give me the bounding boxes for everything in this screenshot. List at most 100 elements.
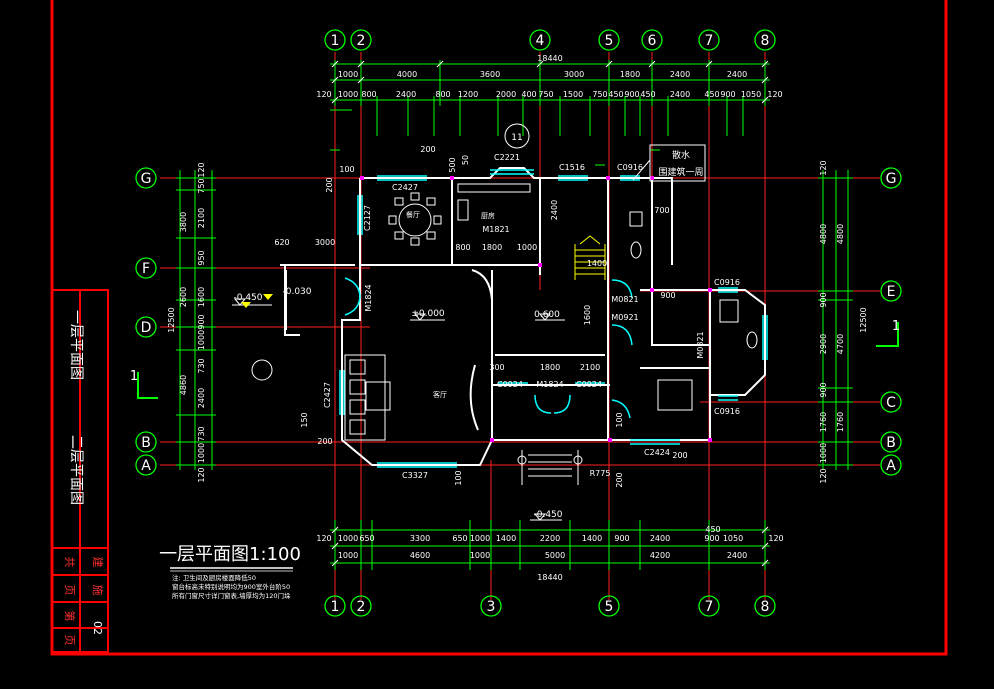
dim-bottom-row1: 3300 [410,534,430,543]
side-info: 页 [63,635,76,646]
dim-top-row1: 1000 [338,70,358,79]
axis-bubble-top-7: 7 [698,29,720,51]
axis-bubble-left-G-label: G [141,171,152,187]
window-bay-e [762,315,768,360]
window-c2127 [357,195,363,235]
dim-bottom-row2: 5000 [545,551,565,560]
axis-bubble-right-E: E [880,280,902,302]
section-num-left: 1 [130,369,138,384]
window-c2427-top [377,175,427,181]
axis-bubble-left-F-label: F [142,261,150,277]
axis-bubble-top-5-circle [598,29,620,51]
side-info: 建 [91,557,105,568]
misc-dim: 3000 [315,238,335,247]
side-info: 第 [63,611,77,622]
window-label: C2424 [644,448,670,457]
axis-bubble-right-C-label: C [886,395,896,411]
axis-bubble-right-E-circle [880,280,902,302]
section-mark-label: 11 [511,133,522,143]
dim-right-inner: 4800 [819,224,828,244]
level-label: -0.450 [233,293,262,303]
dim-right-outer: 4800 [836,224,845,244]
dim-top-row2: 1050 [741,90,761,99]
dim-top-row2: 900 [624,90,639,99]
dim-bottom-row2: 1000 [470,551,490,560]
callout-title: 散水 [672,149,690,161]
axis-bubble-top-2-label: 2 [357,33,366,49]
kitchen-counter [457,183,531,221]
dim-top-row2: 800 [361,90,376,99]
dim-bottom-row1: 120 [768,534,783,543]
door-label: M1824 [536,380,563,389]
misc-dim: 1400 [587,259,607,268]
dim-left-inner: 120 [197,467,206,482]
dim-left-inner: 2400 [197,388,206,408]
dim-bottom-row1: 2400 [650,534,670,543]
bath-fixtures [629,211,758,411]
axis-bubble-left-F: F [135,257,157,279]
misc-dim: 500 [448,157,457,172]
dim-bottom-row2: 2400 [727,551,747,560]
axis-bubble-top-5-label: 5 [605,33,614,49]
axis-bubble-left-A: A [135,454,157,476]
axis-bubble-top-4-label: 4 [536,33,545,49]
door-label: M1824 [364,284,373,311]
room-label: 客厅 [433,390,447,399]
dim-right-inner: 120 [819,160,828,175]
dim-top-row1: 1800 [620,70,640,79]
dim-right-total: 12500 [859,307,868,332]
misc-dim: 300 [489,363,504,372]
dim-top-row2: 120 [316,90,331,99]
misc-dim: 1600 [583,305,592,325]
axis-bubble-top-8: 8 [754,29,776,51]
dim-bottom-row1: 1400 [496,534,516,543]
misc-dim: 100 [615,412,624,427]
axis-bubble-right-E-label: E [887,284,896,300]
axis-bubble-left-B-label: B [141,435,151,451]
axis-bubble-top-1: 1 [324,29,346,51]
level-label: -0.450 [533,510,562,520]
dim-bottom-row1: 650 [452,534,467,543]
misc-dim: 200 [672,451,687,460]
misc-dim: 200 [420,145,435,154]
axis-bubble-left-B-circle [135,431,157,453]
axis-bubble-bottom-1: 1 [324,595,346,617]
axis-bubble-left-D-label: D [141,320,152,336]
level-label: 0.600 [534,310,560,320]
axis-bubble-right-C: C [880,391,902,413]
misc-dim: 50 [461,155,470,165]
dim-right-inner: 1760 [819,412,828,432]
callout-box [649,144,706,182]
axis-bubble-bottom-2-circle [350,595,372,617]
dim-right-inner: 2900 [819,334,828,354]
plan-note: 窗台标高未特别说明均为900室外台阶50 [172,582,290,591]
axis-bubble-top-8-circle [754,29,776,51]
door-arc-m0921 [611,324,633,346]
dim-right-inner: 120 [819,468,828,483]
room-label: 厨房 [481,211,495,220]
dim-left-inner: 1000 [197,443,206,463]
dim-top-row1: 2400 [727,70,747,79]
wall-living [341,265,610,466]
axis-bubble-left-G: G [135,167,157,189]
dim-top-row2: 750 [592,90,607,99]
side-info: 02 [91,621,104,635]
dim-top-row2: 2400 [670,90,690,99]
window-label: C0916 [714,407,740,416]
axis-bubble-bottom-3-label: 3 [487,599,496,615]
axis-bubble-right-A: A [880,454,902,476]
dim-bottom-row1: 1000 [338,534,358,543]
wall-kitchen [452,167,608,179]
dim-bottom-row1: 1000 [470,534,490,543]
axis-bubble-right-B-circle [880,431,902,453]
axis-bubble-top-6-label: 6 [648,33,657,49]
dim-right-inner: 900 [819,382,828,397]
side-info: 共 [63,557,76,568]
axis-bubble-top-5: 5 [598,29,620,51]
dining-table [388,192,442,246]
callout-sub: 围建筑一周 [658,166,703,178]
axis-bubble-top-4: 4 [529,29,551,51]
misc-dim: 2400 [550,200,559,220]
wall-north-west [359,177,540,266]
dim-right-outer: 1760 [836,412,845,432]
